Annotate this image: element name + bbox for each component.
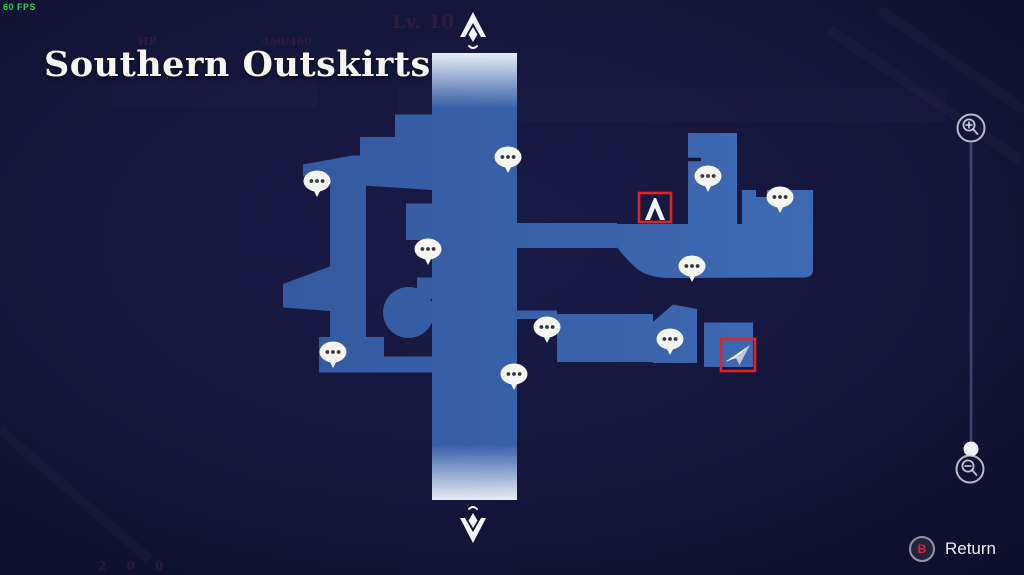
map-region-west-strip xyxy=(319,356,432,373)
speech-bubble-marker xyxy=(533,316,561,343)
corridor-bottom-cap xyxy=(432,445,517,500)
ghost-hp-value: 460/460 xyxy=(262,35,312,48)
return-label: Return xyxy=(944,539,996,558)
camp-marker xyxy=(637,191,673,224)
scroll-up-arrow[interactable] xyxy=(460,12,486,49)
map-region-central-corridor xyxy=(432,53,517,500)
ghost-hp-label: HP xyxy=(138,35,157,48)
map-region-east-corridor xyxy=(517,223,617,248)
chevron-down-icon xyxy=(460,518,486,543)
map-region-step-a xyxy=(395,114,432,137)
player-arrow-icon xyxy=(725,345,750,365)
page-title: Southern Outskirts xyxy=(44,44,431,85)
map-region-west-column xyxy=(330,167,366,340)
return-button[interactable]: B Return xyxy=(908,536,996,562)
b-button-icon: B xyxy=(908,536,935,562)
ghost-footer-digits: 2 0 0 xyxy=(98,559,171,573)
fps-counter: 60 FPS xyxy=(3,2,37,12)
tent-icon xyxy=(645,198,665,220)
zoom-in-button[interactable] xyxy=(956,113,986,143)
magnifier-minus-icon xyxy=(961,459,978,476)
map-region-bulge-circle xyxy=(383,287,434,338)
map-region-south-band xyxy=(557,314,653,362)
player-marker xyxy=(719,337,757,373)
map-region-west-tab xyxy=(406,203,432,240)
map-regions xyxy=(283,53,813,500)
zoom-out-button[interactable] xyxy=(955,454,985,484)
map-region-west-flag xyxy=(283,266,330,311)
map-region-step-b xyxy=(360,137,432,158)
ghost-level-label: Lv. 10 xyxy=(392,11,454,33)
scroll-down-arrow[interactable] xyxy=(460,506,486,543)
speech-bubble-marker xyxy=(303,170,331,197)
magnifier-plus-icon xyxy=(962,118,979,135)
zoom-slider xyxy=(955,113,986,484)
zoom-slider-knob[interactable] xyxy=(963,441,979,457)
map-region-east-block xyxy=(617,224,813,278)
chevron-up-icon xyxy=(460,12,486,37)
speech-bubble-marker xyxy=(678,255,706,282)
corridor-top-cap xyxy=(432,53,517,108)
